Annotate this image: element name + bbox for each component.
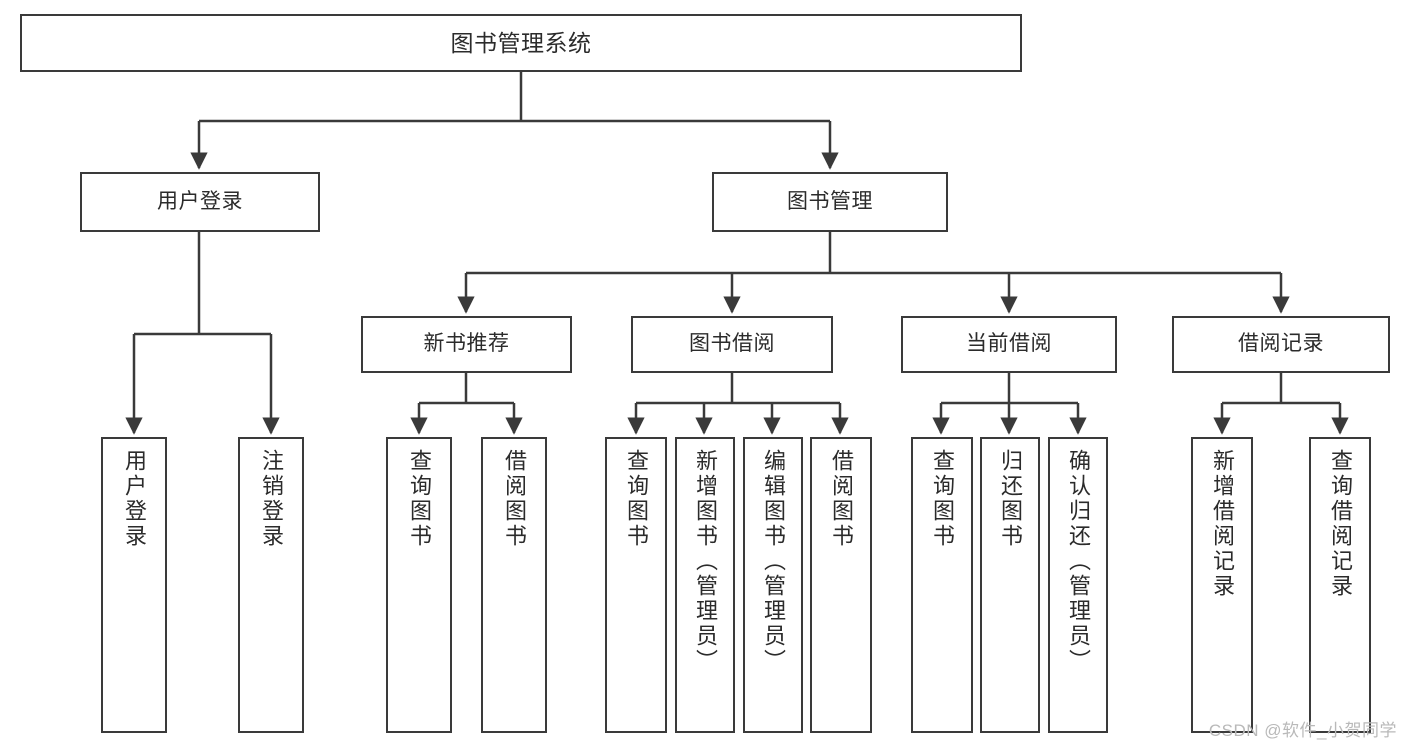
node-book-borrow[interactable]: 图书借阅 — [631, 316, 833, 373]
leaf-query-book-2-label: 查询图书 — [624, 449, 649, 549]
node-root[interactable]: 图书管理系统 — [20, 14, 1022, 72]
leaf-confirm-return-admin-label: 确认归还（管理员） — [1066, 449, 1091, 674]
leaf-user-login-label: 用户登录 — [122, 449, 147, 549]
leaf-logout-login[interactable]: 注销登录 — [238, 437, 304, 733]
leaf-query-book-3-label: 查询图书 — [930, 449, 955, 549]
leaf-borrow-book-2[interactable]: 借阅图书 — [810, 437, 872, 733]
node-borrow-record-label: 借阅记录 — [1238, 332, 1324, 356]
leaf-borrow-book-2-label: 借阅图书 — [829, 449, 854, 549]
node-book-borrow-label: 图书借阅 — [689, 332, 775, 356]
node-book-management[interactable]: 图书管理 — [712, 172, 948, 232]
node-new-book-recommend-label: 新书推荐 — [423, 332, 510, 356]
leaf-query-book-2[interactable]: 查询图书 — [605, 437, 667, 733]
leaf-add-borrow-record-label: 新增借阅记录 — [1210, 449, 1235, 599]
leaf-user-login[interactable]: 用户登录 — [101, 437, 167, 733]
node-current-borrow-label: 当前借阅 — [966, 332, 1052, 356]
leaf-borrow-book-1[interactable]: 借阅图书 — [481, 437, 547, 733]
node-book-management-label: 图书管理 — [787, 189, 873, 213]
leaf-query-borrow-record[interactable]: 查询借阅记录 — [1309, 437, 1371, 733]
leaf-query-book-1-label: 查询图书 — [407, 449, 432, 549]
leaf-logout-login-label: 注销登录 — [259, 449, 284, 549]
leaf-confirm-return-admin[interactable]: 确认归还（管理员） — [1048, 437, 1108, 733]
node-borrow-record[interactable]: 借阅记录 — [1172, 316, 1390, 373]
leaf-add-borrow-record[interactable]: 新增借阅记录 — [1191, 437, 1253, 733]
leaf-query-book-1[interactable]: 查询图书 — [386, 437, 452, 733]
node-root-label: 图书管理系统 — [450, 29, 592, 56]
leaf-edit-book-admin-label: 编辑图书（管理员） — [761, 449, 786, 674]
leaf-query-book-3[interactable]: 查询图书 — [911, 437, 973, 733]
watermark-text: CSDN @软件_小贺同学 — [1208, 721, 1397, 740]
node-user-login-label: 用户登录 — [157, 189, 243, 213]
node-new-book-recommend[interactable]: 新书推荐 — [361, 316, 572, 373]
leaf-query-borrow-record-label: 查询借阅记录 — [1328, 449, 1353, 599]
node-current-borrow[interactable]: 当前借阅 — [901, 316, 1117, 373]
leaf-add-book-admin-label: 新增图书（管理员） — [693, 449, 718, 674]
leaf-add-book-admin[interactable]: 新增图书（管理员） — [675, 437, 735, 733]
leaf-edit-book-admin[interactable]: 编辑图书（管理员） — [743, 437, 803, 733]
node-user-login[interactable]: 用户登录 — [80, 172, 320, 232]
leaf-return-book[interactable]: 归还图书 — [980, 437, 1040, 733]
leaf-borrow-book-1-label: 借阅图书 — [502, 449, 527, 549]
leaf-return-book-label: 归还图书 — [998, 449, 1023, 549]
